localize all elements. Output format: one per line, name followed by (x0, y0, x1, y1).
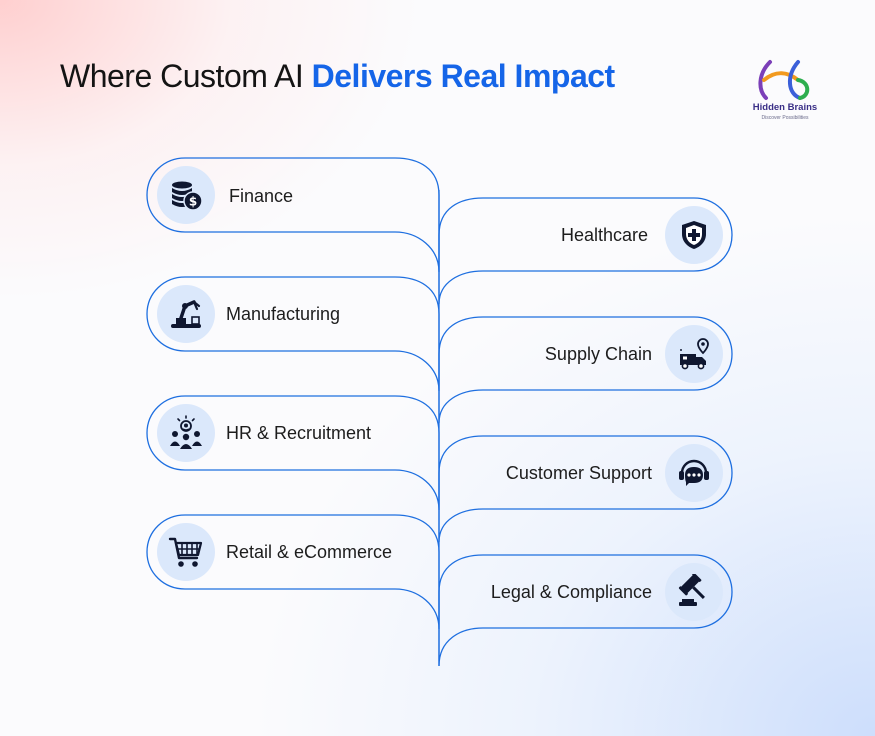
retail-icon-circle (157, 523, 215, 581)
gavel-icon (678, 574, 705, 606)
delivery-truck-icon (680, 338, 709, 370)
healthcare-connector (438, 197, 733, 305)
hr-label: HR & Recruitment (226, 423, 372, 443)
manufacturing-label: Manufacturing (226, 304, 341, 324)
retail-connector (146, 514, 440, 630)
medical-shield-icon (682, 221, 706, 249)
logo-tagline: Discover Possibilities (761, 115, 809, 121)
shopping-cart-icon (168, 537, 203, 567)
customer-support-label: Customer Support (505, 463, 652, 483)
card-hr-recruitment: HR & Recruitment (147, 396, 439, 470)
title-highlight: Delivers Real Impact (311, 58, 616, 94)
headset-chat-icon (679, 459, 709, 486)
manufacturing-icon-circle (157, 285, 215, 343)
team-search-icon (170, 415, 202, 449)
card-finance: $ Finance (147, 158, 439, 232)
card-supply-chain: Supply Chain (439, 317, 732, 391)
hidden-brains-logo: Hidden Brains Discover Possibilities (745, 58, 825, 124)
page-title: Where Custom AI Delivers Real Impact (60, 58, 615, 95)
finance-icon-circle: $ (157, 166, 215, 224)
card-retail-ecommerce: Retail & eCommerce (147, 515, 439, 589)
svg-text:$: $ (189, 195, 197, 209)
retail-label: Retail & eCommerce (226, 542, 393, 562)
title-prefix: Where Custom AI (60, 58, 312, 94)
customer-support-connector (438, 435, 733, 543)
legal-icon-circle (665, 563, 723, 621)
card-customer-support: Customer Support (439, 436, 732, 510)
coins-dollar-icon: $ (172, 181, 203, 211)
hr-icon-circle (157, 404, 215, 462)
logo-mark-icon (758, 60, 810, 100)
finance-label: Finance (229, 186, 294, 206)
healthcare-label: Healthcare (560, 225, 648, 245)
healthcare-icon-circle (665, 206, 723, 264)
legal-label: Legal & Compliance (490, 582, 652, 602)
card-legal-compliance: Legal & Compliance (439, 555, 732, 629)
supply-chain-icon-circle (665, 325, 723, 383)
hr-connector (146, 395, 440, 511)
card-manufacturing: Manufacturing (147, 277, 439, 351)
logo-name: Hidden Brains (752, 102, 818, 113)
manufacturing-connector (146, 276, 440, 392)
legal-connector (438, 554, 733, 667)
supply-chain-connector (438, 316, 733, 424)
robot-arm-icon (171, 300, 201, 328)
customer-support-icon-circle (665, 444, 723, 502)
supply-chain-label: Supply Chain (544, 344, 652, 364)
card-healthcare: Healthcare (439, 198, 732, 272)
finance-connector (146, 157, 440, 273)
